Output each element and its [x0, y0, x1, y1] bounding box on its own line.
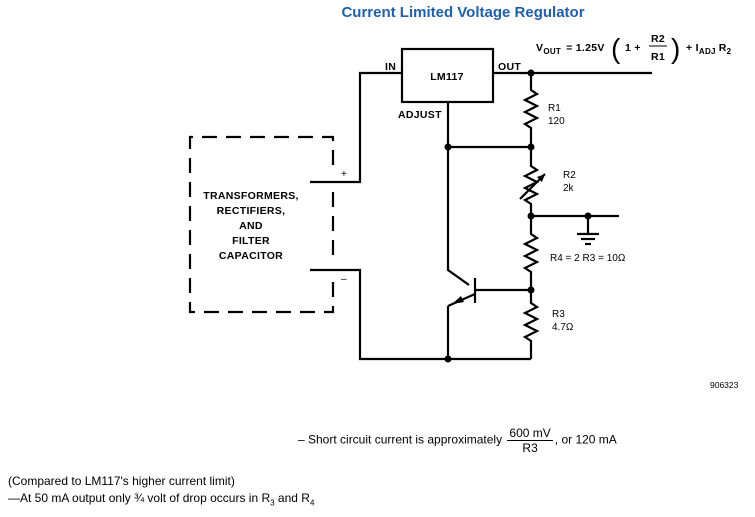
eq-iadj-sub: ADJ — [699, 47, 716, 56]
component-labels: R1 120 R2 2k R4 = 2 R3 = 10Ω R3 4.7Ω — [548, 103, 626, 333]
source-block: TRANSFORMERS, RECTIFIERS, AND FILTER CAP… — [188, 135, 347, 314]
drop-note: —At 50 mA output only ¾ volt of drop occ… — [8, 491, 314, 507]
wire-adjust — [446, 102, 531, 149]
junctions — [444, 69, 592, 363]
wire-collector — [446, 147, 470, 286]
source-line-3: AND — [239, 220, 263, 232]
short-circuit-den: R3 — [522, 441, 538, 455]
junction-dot — [527, 212, 535, 220]
pin-adjust-label: ADJUST — [398, 109, 442, 121]
short-circuit-suffix: , or 120 mA — [554, 432, 617, 447]
ground-icon — [577, 232, 599, 246]
r2-wiper-arrowhead — [537, 174, 545, 182]
source-line-1: TRANSFORMERS, — [203, 190, 298, 202]
eq-r2: R — [719, 42, 727, 54]
junction-dot — [527, 143, 535, 151]
resistor-r1 — [522, 73, 540, 147]
eq-one-plus: 1 + — [625, 42, 641, 54]
r1-value: 120 — [548, 116, 565, 127]
resistor-r4 — [522, 216, 540, 290]
r2-value: 2k — [563, 183, 575, 194]
drop-sub-3: 3 — [270, 498, 275, 508]
source-block-border — [188, 135, 335, 314]
r4-label: R4 = 2 R3 = 10Ω — [550, 253, 626, 264]
pin-out-label: OUT — [498, 61, 521, 73]
eq-paren-open: ( — [611, 33, 621, 64]
eq-value: = 1.25V — [566, 42, 605, 54]
source-line-4: FILTER — [232, 235, 270, 247]
junction-dot — [584, 212, 592, 220]
r3-value: 4.7Ω — [552, 322, 574, 333]
ic-name: LM117 — [430, 71, 464, 83]
r3-name: R3 — [552, 309, 565, 320]
ic-body — [400, 47, 495, 104]
resistor-chain — [519, 73, 546, 359]
diagram-title: Current Limited Voltage Regulator — [341, 4, 585, 21]
short-circuit-fraction: 600 mV R3 — [507, 426, 553, 455]
junction-dot — [527, 286, 535, 294]
eq-num: R2 — [651, 33, 665, 45]
junction-dot — [527, 69, 535, 77]
junction-dot — [444, 143, 452, 151]
drop-sub-4: 4 — [309, 498, 315, 508]
svg-text:VOUT= 1.25V: VOUT = 1.25V — [536, 42, 605, 56]
eq-plus-i: + I — [686, 42, 699, 54]
minus-terminal-label: – — [341, 274, 347, 285]
resistor-r2 — [522, 147, 540, 216]
drop-prefix: —At 50 mA output only ¾ volt of drop occ… — [8, 491, 271, 505]
compared-note: (Compared to LM117's higher current limi… — [8, 474, 235, 488]
plus-terminal-label: + — [341, 169, 347, 180]
pin-in-label: IN — [385, 61, 396, 73]
eq-den: R1 — [651, 51, 665, 63]
resistor-r3 — [522, 290, 540, 359]
eq-vout: V — [536, 42, 543, 54]
wire-positive-to-in — [310, 71, 402, 184]
r1-name: R1 — [548, 103, 561, 114]
transistor-emitter-arrow — [452, 296, 464, 304]
short-circuit-num: 600 mV — [507, 426, 553, 441]
npn-transistor — [447, 278, 477, 308]
r2-name: R2 — [563, 170, 576, 181]
short-circuit-prefix: – Short circuit current is approximately — [298, 432, 503, 447]
eq-r2-sub: 2 — [727, 47, 732, 56]
junction-dot — [444, 355, 452, 363]
eq-paren-close: ) — [671, 33, 680, 64]
source-line-5: CAPACITOR — [219, 250, 283, 262]
source-line-2: RECTIFIERS, — [217, 205, 286, 217]
lm117-ic: LM117 IN OUT ADJUST — [385, 47, 521, 121]
wires — [310, 71, 652, 361]
eq-vout-sub: OUT — [543, 47, 561, 56]
figure-id: 906323 — [710, 380, 739, 390]
short-circuit-note: – Short circuit current is approximately… — [298, 426, 617, 455]
drop-mid: and R — [274, 491, 310, 505]
